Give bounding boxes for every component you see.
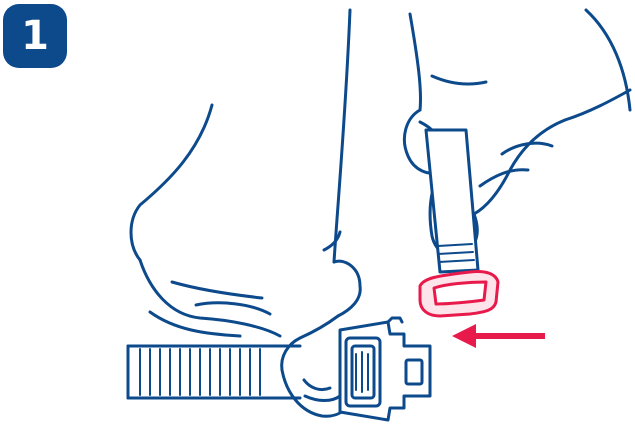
buckle-female-pink <box>420 271 498 316</box>
left-hand <box>131 10 360 416</box>
strap-webbing <box>128 346 300 398</box>
buckle-male <box>340 318 430 420</box>
insert-direction-arrow <box>452 324 545 348</box>
strap-end <box>426 130 478 272</box>
